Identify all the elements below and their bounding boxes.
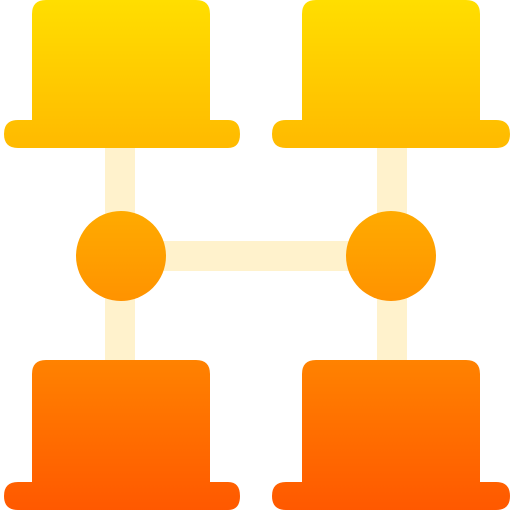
connector-horizontal: [150, 241, 362, 271]
bottom-right-node-icon: [272, 360, 510, 510]
top-left-node-icon: [4, 0, 240, 148]
top-right-node-icon: [272, 0, 510, 148]
left-junction-icon: [76, 211, 166, 301]
right-junction-icon: [346, 211, 436, 301]
bottom-left-node-icon: [4, 360, 240, 510]
